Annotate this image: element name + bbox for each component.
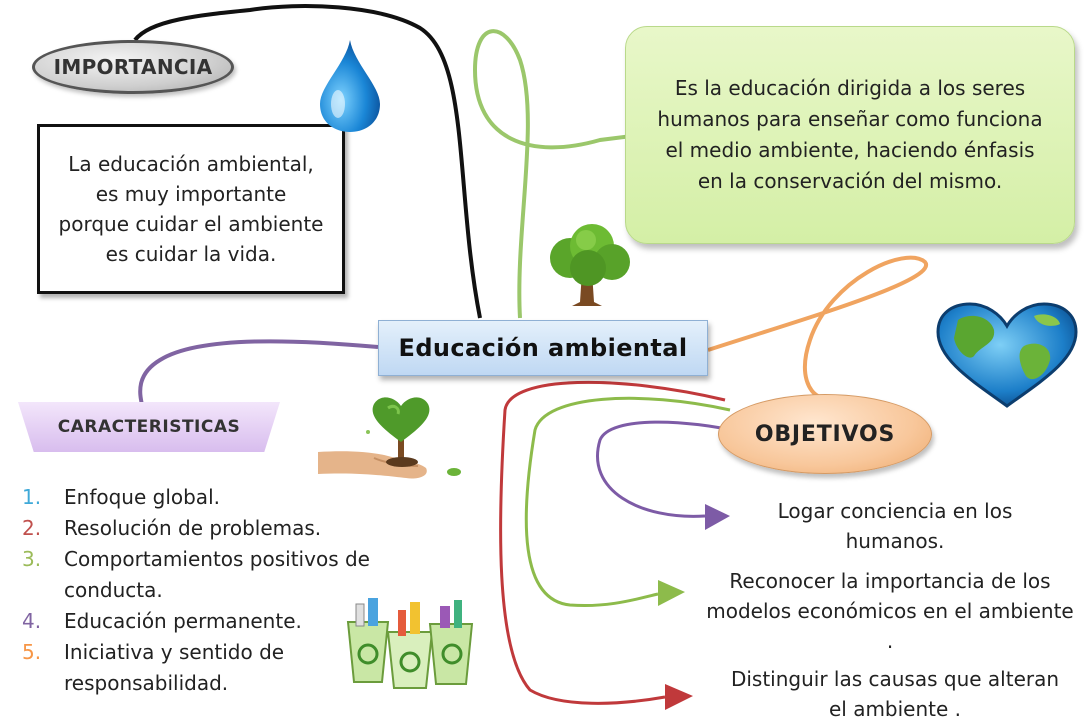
list-item: 2. Resolución de problemas. <box>22 513 382 544</box>
list-item: 1. Enfoque global. <box>22 482 382 513</box>
importancia-node: IMPORTANCIA <box>32 40 234 94</box>
objetivo-3-connector <box>499 380 726 705</box>
definition-text: Es la educación dirigida a los seres hum… <box>657 76 1043 193</box>
importancia-text-box: La educación ambiental, es muy important… <box>37 124 345 294</box>
objetivos-connector <box>707 255 929 398</box>
objetivo-2-arrow <box>658 580 685 606</box>
importancia-connector <box>133 4 482 319</box>
list-item-number: 5. <box>22 640 42 664</box>
hand-heart-tree-icon <box>318 397 461 479</box>
list-item-text: Enfoque global. <box>64 485 220 509</box>
list-item: 3. Comportamientos positivos de conducta… <box>22 544 382 606</box>
objetivos-node: OBJETIVOS <box>718 394 932 474</box>
list-item-text: Educación permanente. <box>64 609 302 633</box>
central-topic-label: Educación ambiental <box>398 334 688 362</box>
list-item-text: Iniciativa y sentido de responsabilidad. <box>64 640 285 695</box>
objetivo-1-text: Logar conciencia en los humanos. <box>777 499 1013 553</box>
caracteristicas-list: 1. Enfoque global. 2. Resolución de prob… <box>22 482 382 699</box>
list-item-number: 1. <box>22 485 42 509</box>
water-drop-icon <box>320 40 380 132</box>
objetivo-3-text: Distinguir las causas que alteran el amb… <box>730 667 1060 721</box>
list-item-text: Comportamientos positivos de conducta. <box>64 547 370 602</box>
objetivos-label: OBJETIVOS <box>754 421 896 447</box>
recycling-bins-icon <box>346 598 474 689</box>
list-item: 5. Iniciativa y sentido de responsabilid… <box>22 637 382 699</box>
objetivo-3-arrow <box>665 684 693 710</box>
caracteristicas-node: CARACTERISTICAS <box>18 402 280 452</box>
list-item-number: 3. <box>22 547 42 571</box>
importancia-label: IMPORTANCIA <box>53 55 213 79</box>
caracteristicas-connector <box>138 339 379 406</box>
list-item-number: 2. <box>22 516 42 540</box>
definition-connector <box>472 29 641 319</box>
importancia-text: La educación ambiental, es muy important… <box>58 152 324 266</box>
central-topic: Educación ambiental <box>378 320 708 376</box>
objetivo-2-text: Reconocer la importancia de los modelos … <box>706 569 1074 653</box>
definition-box: Es la educación dirigida a los seres hum… <box>625 26 1075 244</box>
objetivo-1-arrow <box>705 504 730 530</box>
objetivo-2-connector <box>524 396 731 608</box>
list-item-number: 4. <box>22 609 42 633</box>
list-item: 4. Educación permanente. <box>22 606 382 637</box>
caracteristicas-banner-shape <box>18 402 280 452</box>
earth-heart-icon <box>936 302 1078 408</box>
tree-icon <box>550 224 630 306</box>
caracteristicas-label: CARACTERISTICAS <box>57 417 241 437</box>
list-item-text: Resolución de problemas. <box>64 516 322 540</box>
objetivo-1-connector <box>596 420 741 518</box>
